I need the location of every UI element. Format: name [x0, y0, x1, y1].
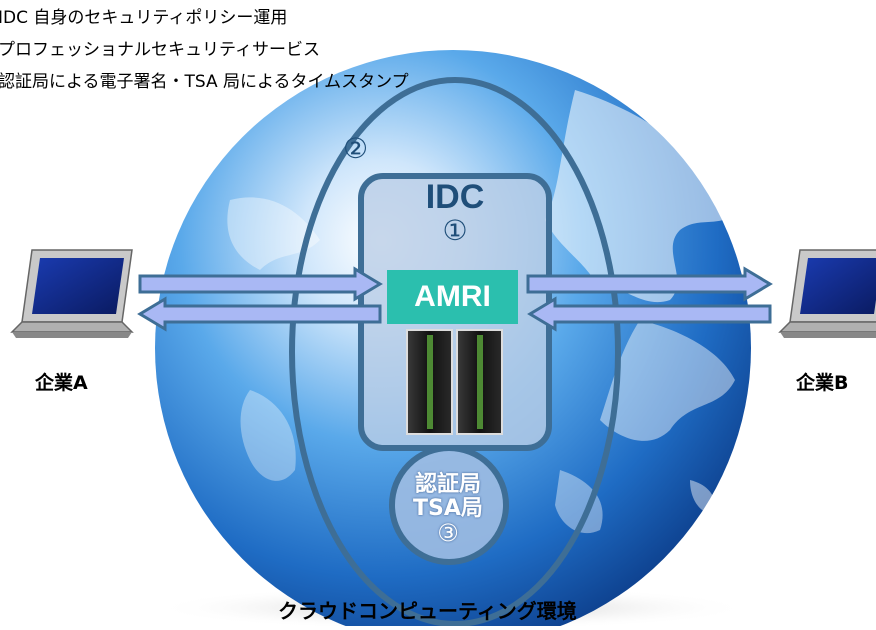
- idc-number: ①: [442, 214, 468, 247]
- legend-item-3: 認証局による電子署名・TSA 局によるタイムスタンプ: [0, 72, 409, 92]
- legend-item-2: プロフェッショナルセキュリティサービス: [0, 40, 320, 60]
- ca-label: 認証局 TSA局 ③: [393, 472, 503, 547]
- cloud-label: クラウドコンピューティング環境: [278, 599, 577, 623]
- amri-label: AMRI: [387, 270, 518, 324]
- legend-item-1: IDC 自身のセキュリティポリシー運用: [0, 8, 288, 28]
- arrow-amri-to-a: [137, 296, 382, 332]
- company-a-label: 企業A: [35, 372, 88, 394]
- ca-circle: [389, 445, 509, 565]
- company-b-label: 企業B: [796, 372, 849, 394]
- legend: IDC 自身のセキュリティポリシー運用 プロフェッショナルセキュリティサービス …: [0, 2, 409, 98]
- arrow-amri-to-b: [526, 266, 773, 302]
- laptop-icon-company-b: [778, 249, 876, 338]
- arrow-b-to-amri: [527, 296, 772, 332]
- laptop-icon-company-a: [10, 249, 134, 338]
- label-circle-2: ②: [343, 132, 369, 165]
- idc-title: IDC: [425, 178, 485, 216]
- ca-number: ③: [437, 519, 459, 547]
- server-icon: [406, 329, 503, 435]
- ca-line-2: TSA局: [413, 496, 483, 521]
- ca-line-1: 認証局: [414, 472, 481, 497]
- arrow-a-to-amri: [138, 266, 383, 302]
- security-service-boundary: [289, 77, 621, 627]
